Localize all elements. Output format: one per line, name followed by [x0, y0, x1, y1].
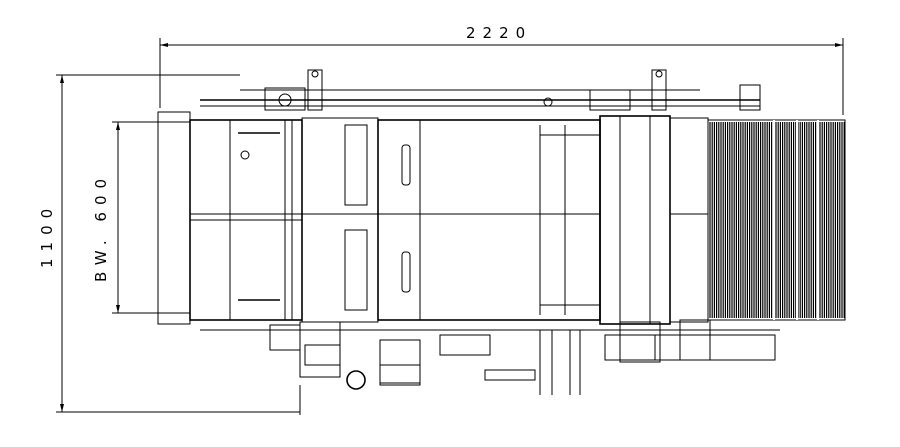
brush-frame [707, 119, 846, 321]
width-dimension: 1100 [38, 74, 300, 413]
belt-width-dimension: BW. 600 [92, 121, 190, 314]
machine-body [157, 69, 761, 325]
brush-roller-section [707, 119, 846, 321]
width-label: 1100 [38, 202, 56, 268]
length-label: 2220 [466, 24, 532, 42]
length-dimension: 2220 [159, 24, 844, 115]
belt-width-label: BW. 600 [92, 172, 110, 282]
drive-components [200, 319, 780, 415]
